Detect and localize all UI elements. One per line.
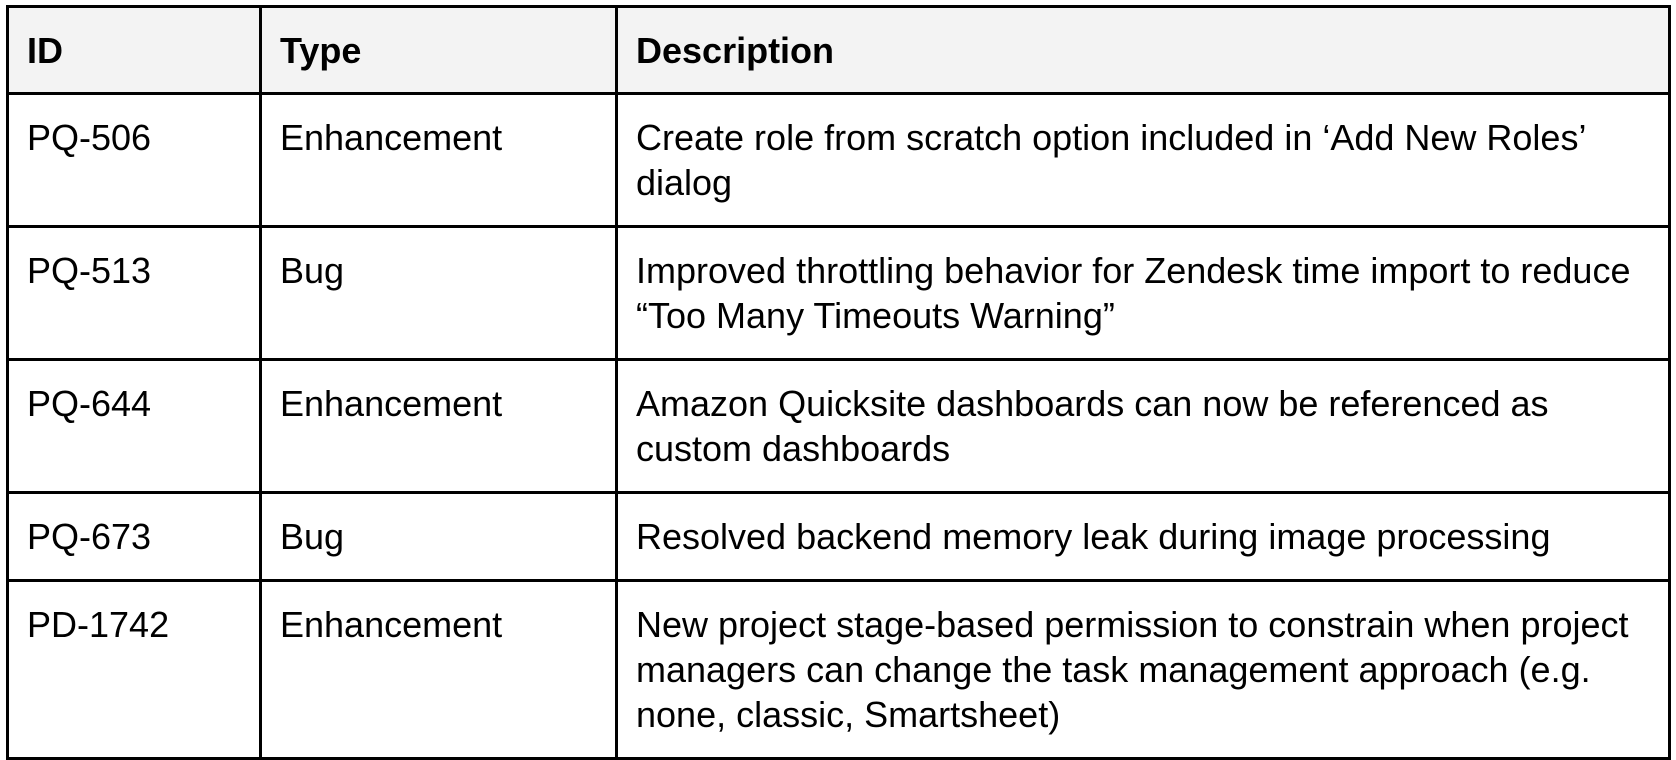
table-row: PQ-513 Bug Improved throttling behavior … xyxy=(6,225,1671,361)
table-row: PD-1742 Enhancement New project stage-ba… xyxy=(6,579,1671,760)
cell-type: Enhancement xyxy=(259,92,618,228)
release-notes-table-container: ID Type Description PQ-506 Enhancement C… xyxy=(6,5,1671,760)
table-row: PQ-506 Enhancement Create role from scra… xyxy=(6,92,1671,228)
cell-type: Enhancement xyxy=(259,358,618,494)
table-row: PQ-644 Enhancement Amazon Quicksite dash… xyxy=(6,358,1671,494)
cell-type: Enhancement xyxy=(259,579,618,760)
cell-id: PQ-513 xyxy=(6,225,262,361)
cell-id: PQ-506 xyxy=(6,92,262,228)
cell-type: Bug xyxy=(259,225,618,361)
cell-id: PQ-673 xyxy=(6,491,262,582)
cell-description: Create role from scratch option included… xyxy=(615,92,1671,228)
cell-type: Bug xyxy=(259,491,618,582)
header-description: Description xyxy=(615,5,1671,95)
header-row: ID Type Description xyxy=(6,5,1671,95)
header-type: Type xyxy=(259,5,618,95)
table-body: PQ-506 Enhancement Create role from scra… xyxy=(6,92,1671,760)
cell-description: Amazon Quicksite dashboards can now be r… xyxy=(615,358,1671,494)
table-header: ID Type Description xyxy=(6,5,1671,95)
cell-id: PD-1742 xyxy=(6,579,262,760)
table-row: PQ-673 Bug Resolved backend memory leak … xyxy=(6,491,1671,582)
cell-id: PQ-644 xyxy=(6,358,262,494)
cell-description: Improved throttling behavior for Zendesk… xyxy=(615,225,1671,361)
cell-description: New project stage-based permission to co… xyxy=(615,579,1671,760)
cell-description: Resolved backend memory leak during imag… xyxy=(615,491,1671,582)
release-notes-table: ID Type Description PQ-506 Enhancement C… xyxy=(6,5,1671,760)
header-id: ID xyxy=(6,5,262,95)
